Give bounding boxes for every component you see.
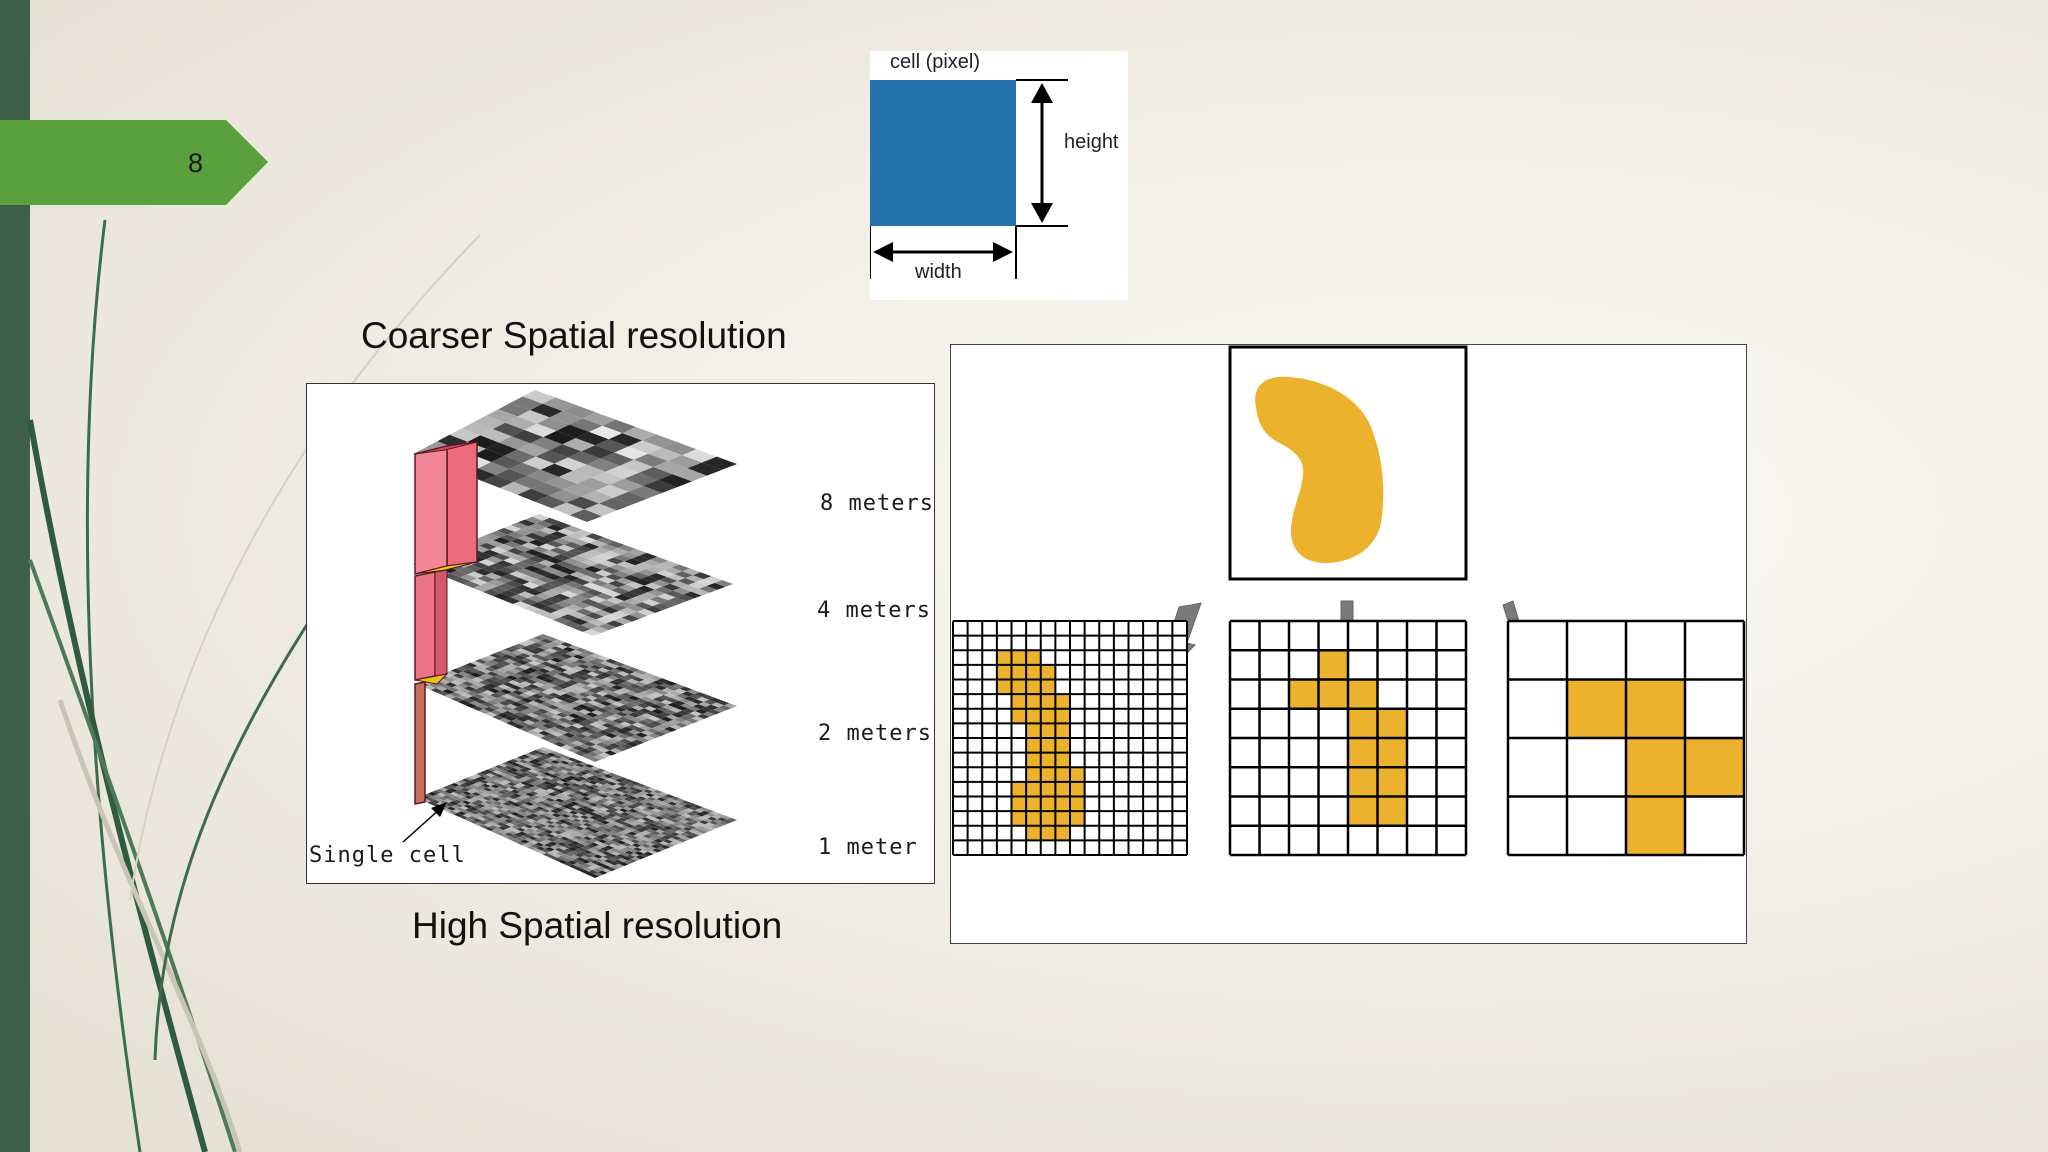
filled-cell <box>1685 738 1745 797</box>
filled-cell <box>996 664 1012 680</box>
filled-cell <box>996 650 1012 666</box>
raster-drawing <box>952 345 1746 857</box>
filled-cell <box>1289 679 1319 710</box>
cell-pixel-diagram: cell (pixel) height width <box>870 51 1128 300</box>
filled-cell <box>1026 679 1042 695</box>
filled-cell <box>1055 723 1071 739</box>
width-label: width <box>915 261 962 283</box>
single-cell-column <box>414 441 478 805</box>
filled-cell <box>1055 825 1071 841</box>
height-label: height <box>1064 131 1119 153</box>
filled-cell <box>1040 738 1056 754</box>
filled-cell <box>1011 796 1027 812</box>
layer-label-2m: 2 meters <box>818 721 932 746</box>
filled-cell <box>1055 738 1071 754</box>
resolution-layer <box>413 390 737 522</box>
filled-cell <box>1011 708 1027 724</box>
filled-cell <box>1011 811 1027 827</box>
resolution-layer <box>417 747 737 878</box>
filled-cell <box>1040 664 1056 680</box>
filled-cell <box>1318 679 1349 710</box>
source-shape <box>1255 376 1384 563</box>
filled-cell <box>1026 796 1042 812</box>
filled-cell <box>1026 767 1042 783</box>
filled-cell <box>1348 796 1378 827</box>
single-cell-label: Single cell <box>309 843 466 868</box>
filled-cell <box>1567 679 1627 739</box>
resolution-layers-figure: 8 meters 4 meters 2 meters 1 meter Singl… <box>306 383 935 884</box>
filled-cell <box>1026 738 1042 754</box>
cell-dimension-drawing <box>870 79 1068 279</box>
layer-label-4m: 4 meters <box>817 598 931 623</box>
page-number: 8 <box>188 148 204 178</box>
filled-cell <box>1348 708 1378 739</box>
filled-cell <box>1070 781 1086 797</box>
filled-cell <box>1377 767 1408 797</box>
filled-cell <box>1055 708 1071 724</box>
filled-cell <box>1011 781 1027 797</box>
filled-cell <box>1377 708 1408 739</box>
filled-cell <box>1040 796 1056 812</box>
page-number-tab <box>0 120 268 205</box>
coarser-resolution-caption: Coarser Spatial resolution <box>361 315 787 356</box>
filled-cell <box>1055 752 1071 768</box>
coarse-grid <box>1506 619 1746 857</box>
filled-cell <box>1040 752 1056 768</box>
filled-cell <box>1626 679 1686 739</box>
filled-cell <box>1040 723 1056 739</box>
high-resolution-caption: High Spatial resolution <box>412 905 783 946</box>
filled-cell <box>1026 694 1042 710</box>
filled-cell <box>1070 767 1086 783</box>
filled-cell <box>1040 825 1056 841</box>
filled-cell <box>1040 708 1056 724</box>
raster-resampling-figure <box>950 344 1747 944</box>
filled-cell <box>1011 694 1027 710</box>
filled-cell <box>1377 738 1408 768</box>
fine-grid <box>952 620 1188 856</box>
filled-cell <box>1026 664 1042 680</box>
filled-cell <box>1055 767 1071 783</box>
filled-cell <box>996 679 1012 695</box>
filled-cell <box>1026 708 1042 724</box>
filled-cell <box>1348 767 1378 797</box>
filled-cell <box>1026 811 1042 827</box>
filled-cell <box>1055 811 1071 827</box>
filled-cell <box>1040 767 1056 783</box>
filled-cell <box>1055 796 1071 812</box>
filled-cell <box>1055 781 1071 797</box>
filled-cell <box>1011 650 1027 666</box>
filled-cell <box>1377 796 1408 827</box>
filled-cell <box>1348 738 1378 768</box>
filled-cell <box>1026 825 1042 841</box>
filled-cell <box>1040 811 1056 827</box>
filled-cell <box>1318 650 1349 680</box>
filled-cell <box>1026 752 1042 768</box>
filled-cell <box>1040 679 1056 695</box>
single-cell-pointer <box>402 807 442 843</box>
filled-cell <box>1070 811 1086 827</box>
medium-grid <box>1228 619 1468 857</box>
layers-drawing <box>402 390 737 878</box>
filled-cell <box>1626 738 1686 797</box>
cell-pixel-label: cell (pixel) <box>890 51 981 73</box>
filled-cell <box>1040 781 1056 797</box>
filled-cell <box>1026 723 1042 739</box>
filled-cell <box>1348 679 1378 710</box>
filled-cell <box>1026 650 1042 666</box>
filled-cell <box>1011 664 1027 680</box>
filled-cell <box>1626 796 1686 856</box>
layer-label-1m: 1 meter <box>818 835 918 860</box>
filled-cell <box>1040 694 1056 710</box>
filled-cell <box>1055 694 1071 710</box>
resolution-layer <box>417 634 737 762</box>
layer-label-8m: 8 meters <box>820 491 934 516</box>
filled-cell <box>1070 796 1086 812</box>
filled-cell <box>1011 679 1027 695</box>
cell-square <box>870 80 1016 226</box>
filled-cell <box>1026 781 1042 797</box>
